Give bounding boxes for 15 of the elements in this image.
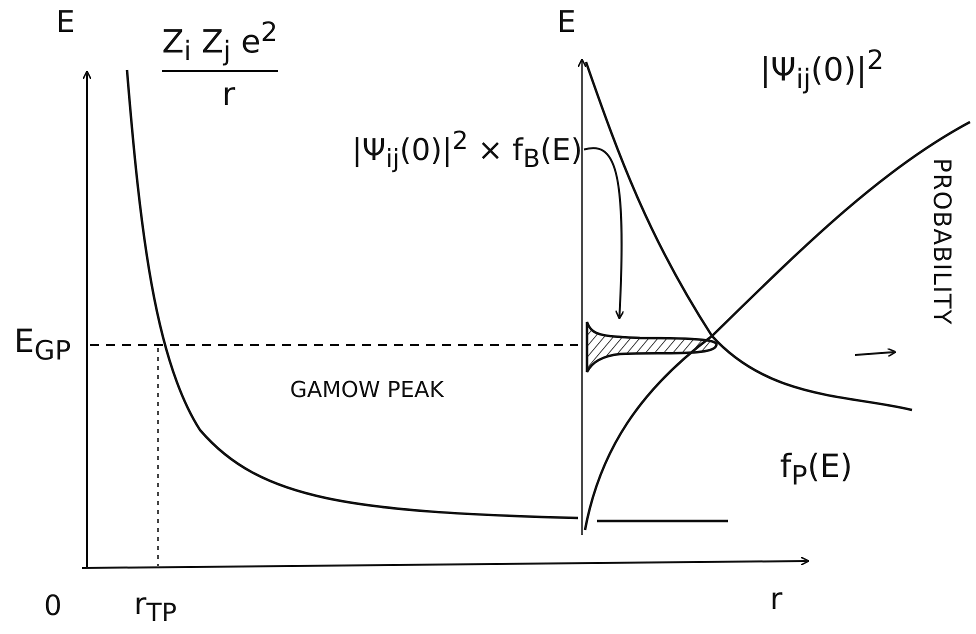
axis-label: PROBABILITY	[930, 158, 954, 326]
energy-label: E$_{GP}$	[14, 325, 71, 366]
formula-label: |Ψ$_{ij}$(0)|$^{2}$ × f$_{B}$(E)	[352, 128, 582, 171]
formula-denominator: r	[222, 78, 236, 110]
origin-label: 0	[44, 592, 62, 620]
gamow-peak-curve	[586, 320, 718, 374]
axis-label: r	[770, 585, 782, 615]
distance-label: r$_{TP}$	[134, 590, 177, 625]
peak-label: GAMOW PEAK	[290, 380, 444, 402]
axis-label: E	[56, 8, 75, 38]
formula-label: |Ψ$_{ij}$(0)|$^{2}$	[760, 48, 884, 94]
axis-label: E	[557, 8, 576, 38]
function-label: f$_{P}$(E)	[780, 450, 853, 490]
formula-numerator: Z$_{i}$ Z$_{j}$ e$^{2}$	[162, 20, 278, 72]
leader-line	[584, 147, 624, 320]
